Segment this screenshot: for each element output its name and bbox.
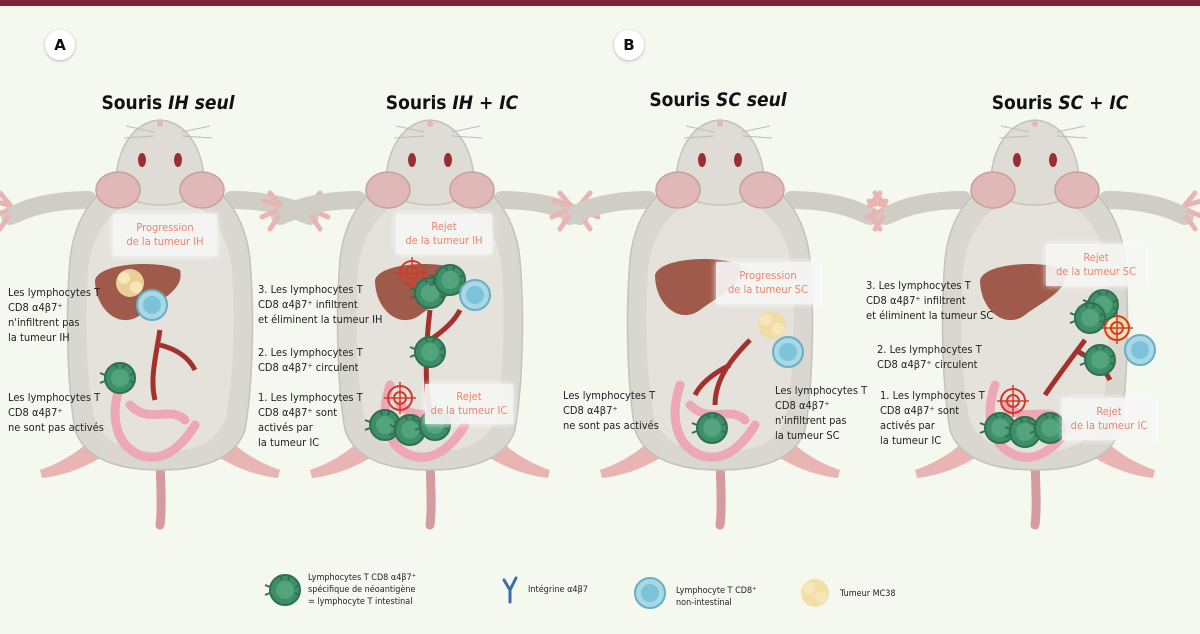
mouse-3 xyxy=(552,120,888,525)
non-intestinal-t-cell-icon xyxy=(634,577,666,609)
panel-label-a: A xyxy=(45,30,75,60)
annotation-m2-step1: 1. Les lymphocytes T CD8 α4β7⁺ sont acti… xyxy=(258,391,363,449)
legend-non-intestinal-t: Lymphocyte T CD8⁺ non-intestinal xyxy=(676,586,757,608)
box-m2-rejet-ih: Rejet de la tumeur IH xyxy=(396,214,492,254)
annotation-m1-bottom: Les lymphocytes T CD8 α4β7⁺ ne sont pas … xyxy=(8,391,104,434)
legend-intestinal-t: Lymphocytes T CD8 α4β7⁺ spécifique de né… xyxy=(308,573,416,607)
annotation-m2-step2: 2. Les lymphocytes T CD8 α4β7⁺ circulent xyxy=(258,346,363,374)
box-m4-rejet-sc: Rejet de la tumeur SC xyxy=(1046,244,1146,286)
integrin-icon xyxy=(502,576,518,604)
annotation-m4-step1: 1. Les lymphocytes T CD8 α4β7⁺ sont acti… xyxy=(880,389,985,447)
box-m4-rejet-ic: Rejet de la tumeur IC xyxy=(1062,398,1156,440)
panel-label-b: B xyxy=(614,30,644,60)
box-m1-progression: Progression de la tumeur IH xyxy=(113,214,217,256)
title-mouse-3: Souris SC seul xyxy=(649,89,787,111)
annotation-m4-step2: 2. Les lymphocytes T CD8 α4β7⁺ circulent xyxy=(877,343,982,371)
legend-tumor: Tumeur MC38 xyxy=(840,589,896,599)
title-mouse-4: Souris SC + IC xyxy=(991,92,1129,114)
annotation-m1-top: Les lymphocytes T CD8 α4β7⁺ n'infiltrent… xyxy=(8,286,101,344)
intestinal-t-cell-icon xyxy=(264,574,301,606)
mouse-4 xyxy=(867,120,1200,525)
annotation-m3-left: Les lymphocytes T CD8 α4β7⁺ ne sont pas … xyxy=(563,389,659,432)
title-mouse-1: Souris IH seul xyxy=(101,92,235,114)
box-m2-rejet-ic: Rejet de la tumeur IC xyxy=(425,384,513,424)
annotation-m4-step3: 3. Les lymphocytes T CD8 α4β7⁺ infiltren… xyxy=(866,279,994,322)
title-mouse-2: Souris IH + IC xyxy=(385,92,519,114)
box-m3-progression: Progression de la tumeur SC xyxy=(716,262,820,304)
legend-integrin: Intégrine α4β7 xyxy=(528,585,588,595)
tumor-icon xyxy=(801,579,829,607)
annotation-m3-right: Les lymphocytes T CD8 α4β7⁺ n'infiltrent… xyxy=(775,384,868,442)
header-bar xyxy=(0,0,1200,6)
annotation-m2-step3: 3. Les lymphocytes T CD8 α4β7⁺ infiltren… xyxy=(258,283,383,326)
mouse-1 xyxy=(0,120,328,525)
